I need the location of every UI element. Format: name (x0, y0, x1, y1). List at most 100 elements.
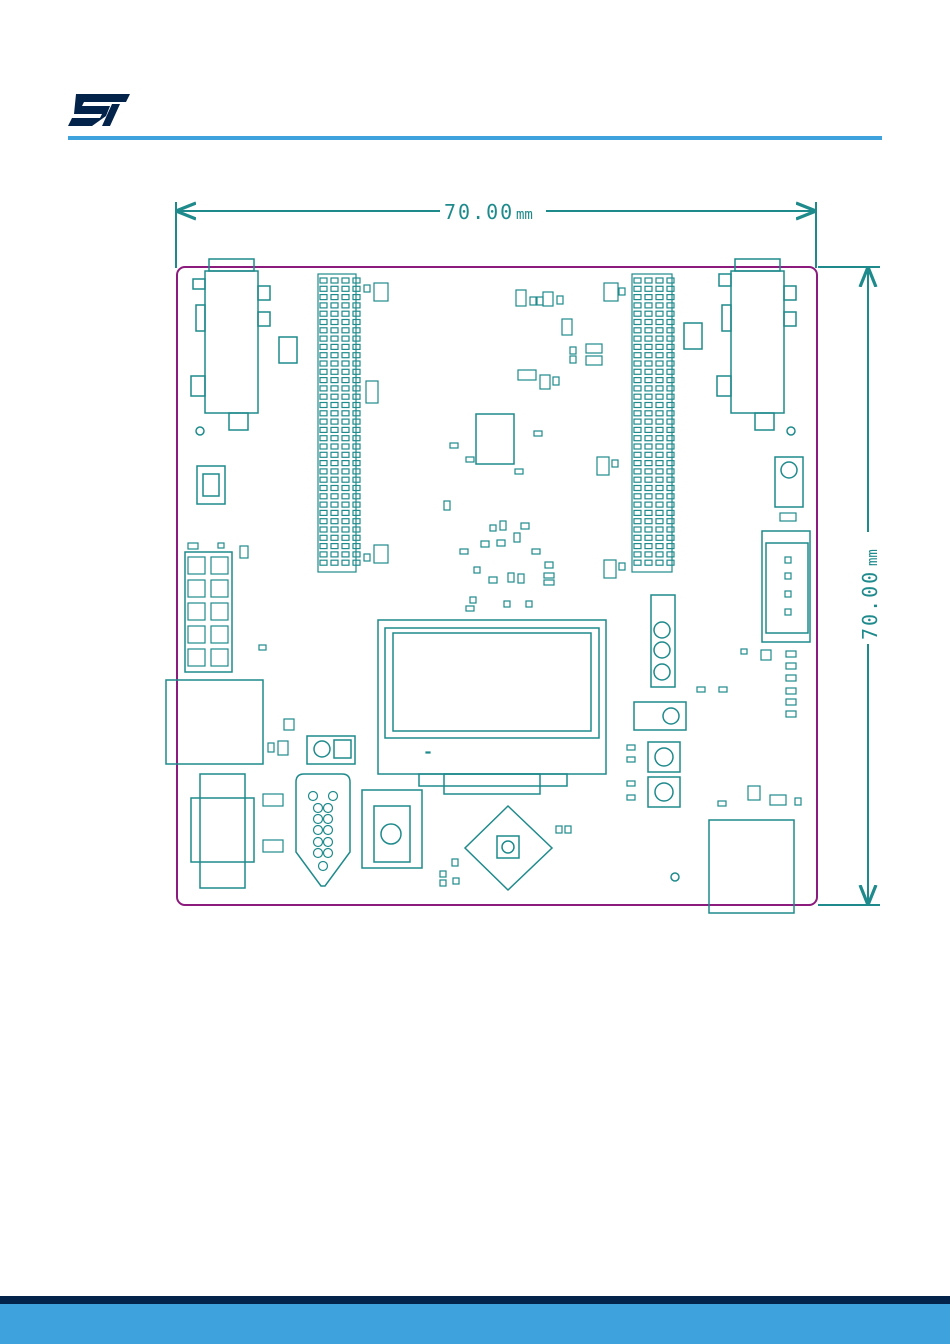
header-pin (342, 286, 349, 291)
header-pin (645, 353, 652, 358)
header-pin (656, 353, 663, 358)
smd-pad (553, 377, 559, 385)
connector-hole (314, 838, 323, 847)
header-pin (667, 552, 674, 557)
header-pin (667, 436, 674, 441)
header-pin (342, 320, 349, 325)
header-pin (320, 519, 327, 524)
header-pin (342, 527, 349, 532)
header-pin (342, 344, 349, 349)
header-pin (667, 336, 674, 341)
smd-pad (516, 290, 526, 306)
header-pin (342, 469, 349, 474)
header-pin (656, 320, 663, 325)
header-pin (667, 535, 674, 540)
header-pin (320, 552, 327, 557)
smd-pad (453, 878, 459, 884)
header-pin (331, 411, 338, 416)
smd-pad (515, 469, 523, 474)
header-pin (667, 311, 674, 316)
header-pin (634, 286, 641, 291)
header-pin (645, 369, 652, 374)
header-pin (634, 361, 641, 366)
header-pin (634, 278, 641, 283)
header-pin (331, 535, 338, 540)
header-pin (656, 361, 663, 366)
header-pad (188, 603, 205, 620)
header-pin (656, 519, 663, 524)
header-pin (331, 486, 338, 491)
header-pin (645, 535, 652, 540)
smd-pad (770, 795, 786, 805)
smd-pad (557, 296, 563, 304)
header-pin (320, 320, 327, 325)
header-pin (342, 519, 349, 524)
header-pin (331, 427, 338, 432)
header-pin (342, 444, 349, 449)
header-pin (331, 419, 338, 424)
header-pin (331, 303, 338, 308)
header-pin (667, 286, 674, 291)
header-pin (331, 311, 338, 316)
header-pin (320, 419, 327, 424)
header-pin (634, 494, 641, 499)
header-pin (331, 527, 338, 532)
header-pin (667, 510, 674, 515)
header-pin (656, 452, 663, 457)
header-pin (342, 552, 349, 557)
smd-pad (604, 560, 616, 578)
header-pin (331, 336, 338, 341)
header-pin (342, 535, 349, 540)
smd-pad (562, 319, 572, 335)
header-pin (331, 295, 338, 300)
smd-pad (619, 563, 625, 570)
header-pin (634, 461, 641, 466)
smd-pad (556, 826, 562, 833)
smd-pad (697, 687, 705, 692)
smd-pad (218, 543, 224, 548)
header-pin (656, 336, 663, 341)
smd-pad (450, 443, 458, 448)
smd-pad (514, 533, 520, 542)
smd-pad (586, 356, 602, 365)
header-pin (320, 311, 327, 316)
header-pin (634, 427, 641, 432)
header-pin (342, 336, 349, 341)
header-pin (667, 469, 674, 474)
smd-pad (500, 521, 506, 530)
footer-blue-bar (0, 1304, 950, 1344)
smd-pad (545, 562, 553, 568)
header-pin (331, 544, 338, 549)
header-pin (320, 486, 327, 491)
header-pin (320, 394, 327, 399)
header-pin (634, 452, 641, 457)
header-pin (667, 378, 674, 383)
smd-pad (474, 567, 480, 573)
header-pin (342, 461, 349, 466)
header-pin (342, 295, 349, 300)
header-pin (634, 386, 641, 391)
smd-pad (268, 743, 274, 752)
header-pin (667, 295, 674, 300)
header-pin (342, 311, 349, 316)
header-pin (667, 411, 674, 416)
header-pin (342, 560, 349, 565)
smd-pad (619, 288, 625, 295)
header-pin (656, 411, 663, 416)
header-pin (331, 494, 338, 499)
header-pad (211, 557, 228, 574)
header-pin (634, 519, 641, 524)
header-pin (320, 444, 327, 449)
header-pin (645, 427, 652, 432)
header-pin (634, 403, 641, 408)
header-pin (645, 469, 652, 474)
header-pin (656, 295, 663, 300)
header-pin (331, 552, 338, 557)
header-pin (656, 486, 663, 491)
smd-pad (263, 840, 283, 852)
header-pin (342, 419, 349, 424)
header-pin (645, 344, 652, 349)
connector-hole (324, 804, 333, 813)
smd-pad (565, 826, 571, 833)
